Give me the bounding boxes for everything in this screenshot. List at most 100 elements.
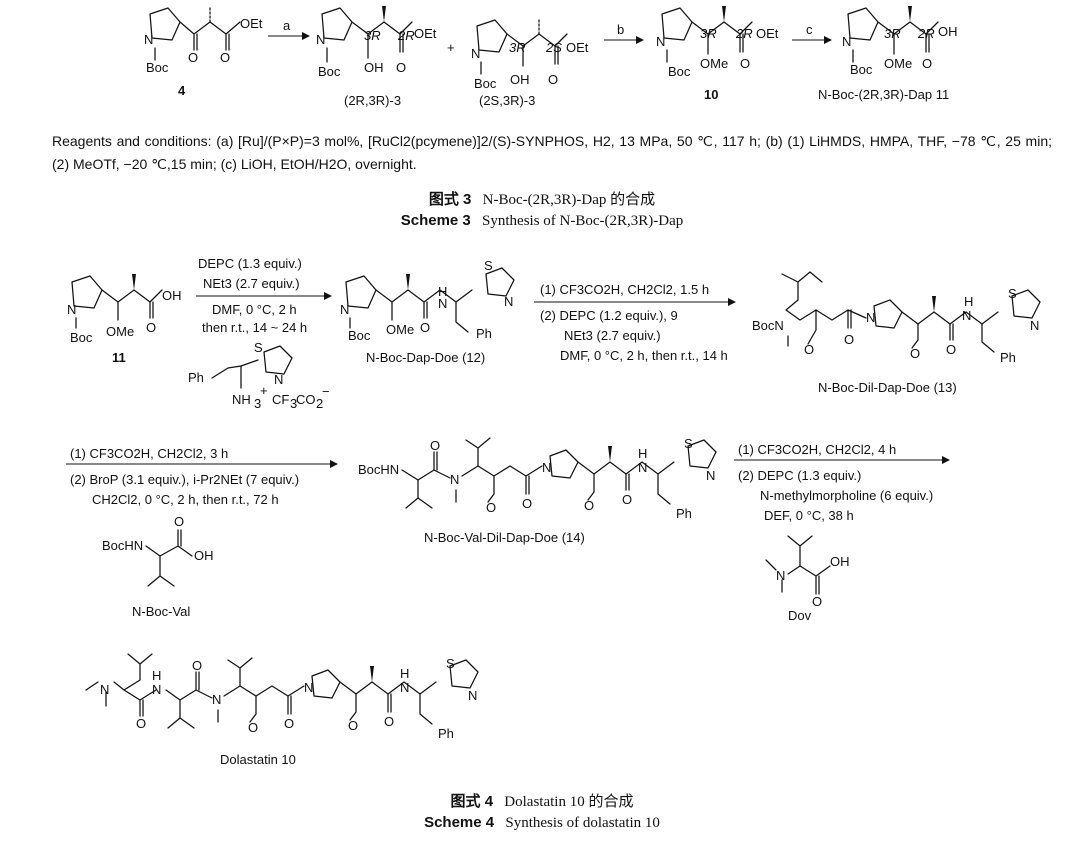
step4-cond-2: (2) DEPC (1.3 equiv.) <box>738 468 861 483</box>
svg-text:H: H <box>638 446 647 461</box>
svg-text:O: O <box>584 498 594 513</box>
compound-3a-label: (2R,3R)-3 <box>344 93 401 108</box>
svg-text:OH: OH <box>830 554 850 569</box>
step1-cond-1: DEPC (1.3 equiv.) <box>198 256 302 271</box>
step4-cond-1: (1) CF3CO2H, CH2Cl2, 4 h <box>738 442 896 457</box>
step3-cond-3: CH2Cl2, 0 °C, 2 h, then r.t., 72 h <box>92 492 279 507</box>
svg-text:S: S <box>446 656 455 671</box>
scheme3-caption-en-label: Scheme 3 <box>400 212 471 229</box>
svg-text:+: + <box>260 383 268 398</box>
svg-text:O: O <box>248 720 258 735</box>
svg-text:2R: 2R <box>397 28 415 43</box>
svg-text:O: O <box>812 594 822 609</box>
svg-text:BocHN: BocHN <box>102 538 143 553</box>
svg-text:O: O <box>220 50 230 65</box>
scheme3-caption-cn-label: 图式 3 <box>428 191 472 208</box>
svg-text:O: O <box>188 50 198 65</box>
dov-label: Dov <box>788 608 812 623</box>
svg-text:H: H <box>152 668 161 683</box>
compound-10-label: 10 <box>704 87 718 102</box>
svg-text:Boc: Boc <box>318 64 341 79</box>
svg-text:S: S <box>684 436 693 451</box>
arrow-a-label: a <box>283 18 291 33</box>
svg-text:S: S <box>484 258 493 273</box>
boc-val-structure: BocHN O OH <box>102 514 214 587</box>
reaction-arrow-a: a <box>268 18 310 40</box>
svg-text:O: O <box>622 492 632 507</box>
svg-text:N: N <box>144 32 153 47</box>
compound-12-label: N-Boc-Dap-Doe (12) <box>366 350 485 365</box>
reaction-arrow-c: c <box>792 22 832 44</box>
plus-sign: + <box>447 40 455 55</box>
compound-11-label: N-Boc-(2R,3R)-Dap 11 <box>818 87 949 102</box>
svg-text:O: O <box>384 714 394 729</box>
svg-text:3R: 3R <box>884 26 901 41</box>
svg-text:O: O <box>740 56 750 71</box>
svg-text:N: N <box>438 296 447 311</box>
svg-text:OEt: OEt <box>414 26 437 41</box>
svg-text:N: N <box>67 302 76 317</box>
compound-4-label: 4 <box>178 83 186 98</box>
svg-text:CO: CO <box>296 392 316 407</box>
svg-text:2R: 2R <box>735 26 753 41</box>
scheme4-caption-cn: 图式 4 Dolastatin 10 的合成 <box>0 790 1084 811</box>
svg-text:N: N <box>706 468 715 483</box>
step4-arrow: (1) CF3CO2H, CH2Cl2, 4 h (2) DEPC (1.3 e… <box>734 442 950 523</box>
svg-text:Boc: Boc <box>70 330 93 345</box>
svg-text:BocN: BocN <box>752 318 784 333</box>
svg-text:3R: 3R <box>364 28 381 43</box>
svg-text:3: 3 <box>290 396 297 411</box>
svg-text:N: N <box>842 34 851 49</box>
arrow-c-label: c <box>806 22 813 37</box>
svg-text:N: N <box>400 680 409 695</box>
boc-val-label: N-Boc-Val <box>132 604 190 619</box>
svg-text:N: N <box>100 682 109 697</box>
svg-text:O: O <box>844 332 854 347</box>
svg-text:N: N <box>212 692 221 707</box>
svg-text:Boc: Boc <box>668 64 691 79</box>
svg-text:O: O <box>284 716 294 731</box>
svg-text:2S: 2S <box>545 40 562 55</box>
svg-text:OMe: OMe <box>700 56 728 71</box>
dolastatin-10-structure: N O H N O N O O N O O H N Ph S N <box>85 653 479 741</box>
compound-3a-structure: N Boc 3R 2R OEt OH O <box>316 6 437 79</box>
svg-text:OH: OH <box>938 24 958 39</box>
svg-text:O: O <box>910 346 920 361</box>
scheme4-caption-en: Scheme 4 Synthesis of dolastatin 10 <box>0 814 1084 832</box>
svg-text:H: H <box>400 666 409 681</box>
svg-text:OMe: OMe <box>386 322 414 337</box>
step3-arrow: (1) CF3CO2H, CH2Cl2, 3 h (2) BroP (3.1 e… <box>66 446 338 507</box>
svg-text:N: N <box>1030 318 1039 333</box>
svg-text:N: N <box>274 372 283 387</box>
svg-text:O: O <box>548 72 558 87</box>
step1-cond-4: then r.t., 14 ~ 24 h <box>202 320 307 335</box>
step2-arrow: (1) CF3CO2H, CH2Cl2, 1.5 h (2) DEPC (1.2… <box>534 282 736 363</box>
svg-text:N: N <box>304 680 313 695</box>
svg-text:N: N <box>866 310 875 325</box>
svg-text:O: O <box>192 658 202 673</box>
scheme4-caption-cn-label: 图式 4 <box>450 793 494 810</box>
dolastatin-10-label: Dolastatin 10 <box>220 752 296 767</box>
doe-tfa-salt-structure: S N Ph NH 3 + CF 3 CO 2 − <box>188 340 330 411</box>
svg-text:N: N <box>316 32 325 47</box>
step2-cond-4: DMF, 0 °C, 2 h, then r.t., 14 h <box>560 348 728 363</box>
svg-text:OEt: OEt <box>566 40 589 55</box>
svg-text:N: N <box>468 688 477 703</box>
svg-text:O: O <box>146 320 156 335</box>
svg-text:OMe: OMe <box>884 56 912 71</box>
scheme4-compound-11-label: 11 <box>112 350 126 365</box>
svg-text:OEt: OEt <box>756 26 779 41</box>
scheme3-caption-en-text: Synthesis of N-Boc-(2R,3R)-Dap <box>482 213 684 229</box>
svg-text:CF: CF <box>272 392 289 407</box>
compound-13-structure: BocN O O N O O H N Ph S N <box>752 271 1041 365</box>
svg-text:Ph: Ph <box>188 370 204 385</box>
scheme3-caption-en: Scheme 3 Synthesis of N-Boc-(2R,3R)-Dap <box>0 212 1084 230</box>
svg-text:N: N <box>504 294 513 309</box>
svg-text:3: 3 <box>254 396 261 411</box>
svg-text:Ph: Ph <box>1000 350 1016 365</box>
step1-cond-2: NEt3 (2.7 equiv.) <box>203 276 300 291</box>
reaction-arrow-b: b <box>604 22 644 44</box>
step4-cond-4: DEF, 0 °C, 38 h <box>764 508 854 523</box>
svg-text:Boc: Boc <box>850 62 873 77</box>
